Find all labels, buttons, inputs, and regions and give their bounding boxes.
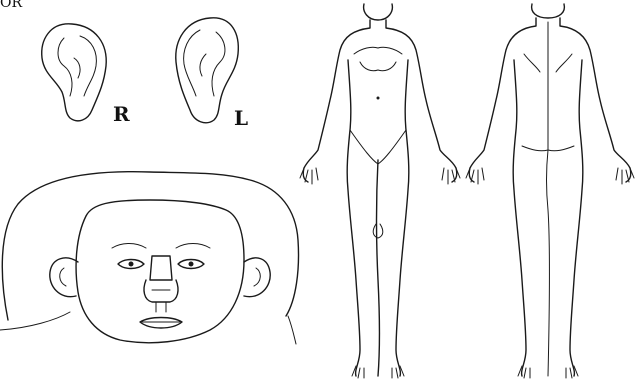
left-ear-outline [176,18,239,123]
right-ear-outline [42,24,106,121]
right-ear-label: R [113,104,130,124]
body-front-figure [300,4,460,378]
left-ear-label: L [234,108,248,128]
infant-head-drawing [0,172,299,344]
body-back-figure [466,4,634,378]
